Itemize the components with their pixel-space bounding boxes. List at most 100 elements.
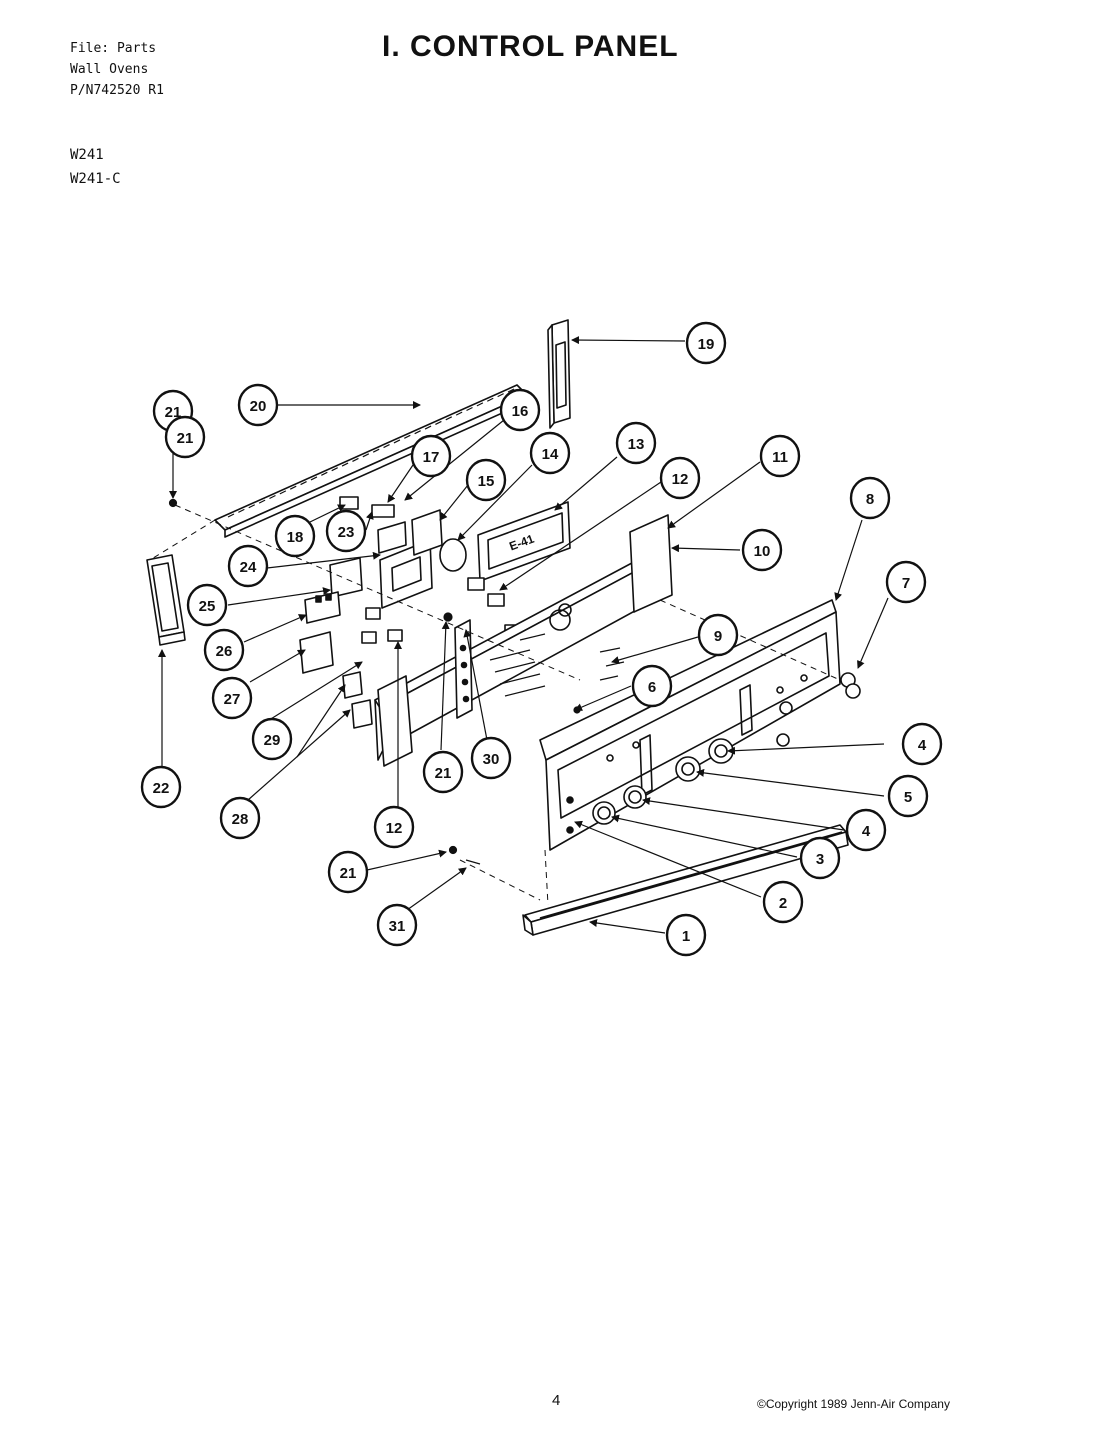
callout-22: 22: [140, 765, 182, 809]
callout-1: 1: [665, 913, 707, 957]
callout-30: 30: [470, 736, 512, 780]
callout-15: 15: [465, 458, 507, 502]
callout-26: 26: [203, 628, 245, 672]
header-line-file: File: Parts: [70, 41, 157, 56]
callout-number: 31: [389, 918, 406, 935]
callout-5: 5: [887, 774, 929, 818]
part-display-frame: E-41: [477, 501, 571, 582]
header-line-part-number: P/N742520 R1: [70, 83, 164, 98]
callout-number: 3: [816, 851, 824, 868]
part-end-knobs: [776, 672, 861, 747]
callout-number: 22: [153, 780, 170, 797]
part-terminal-blocks: [342, 671, 373, 729]
part-side-bracket: [547, 319, 571, 429]
callout-9: 9: [697, 613, 739, 657]
page-title: I. CONTROL PANEL: [382, 30, 679, 63]
callout-number: 4: [918, 737, 927, 754]
callout-number: 10: [754, 543, 771, 560]
callout-12: 12: [659, 456, 701, 500]
part-bottom-trim: [522, 824, 849, 936]
file-header: File: Parts Wall Ovens P/N742520 R1: [70, 38, 164, 101]
callout-number: 20: [250, 398, 267, 415]
callout-13: 13: [615, 421, 657, 465]
model-number: W241: [70, 147, 104, 163]
part-control-cluster: [339, 496, 443, 609]
callout-21: 21: [164, 415, 206, 459]
callout-number: 2: [779, 895, 787, 912]
callout-number: 5: [904, 789, 912, 806]
part-relays: [299, 557, 363, 674]
callout-number: 7: [902, 575, 910, 592]
callout-8: 8: [849, 476, 891, 520]
callout-number: 16: [512, 403, 529, 420]
callout-number: 8: [866, 491, 874, 508]
assembly-guide-lines: [149, 504, 841, 906]
callout-4: 4: [901, 722, 943, 766]
callout-23: 23: [325, 509, 367, 553]
callout-24: 24: [227, 544, 269, 588]
callout-7: 7: [885, 560, 927, 604]
callout-number: 21: [165, 404, 182, 421]
callout-12: 12: [373, 805, 415, 849]
callout-number: 1: [682, 928, 690, 945]
callout-27: 27: [211, 676, 253, 720]
callout-4: 4: [845, 808, 887, 852]
callout-number: 21: [435, 765, 452, 782]
part-end-cap: [146, 554, 186, 646]
callout-number: 13: [628, 436, 645, 453]
callout-number: 19: [698, 336, 715, 353]
callout-28: 28: [219, 796, 261, 840]
callout-labels: 1234456789101112121314151617181920212121…: [140, 321, 943, 957]
callout-6: 6: [631, 664, 673, 708]
callout-number: 14: [542, 446, 559, 463]
callout-11: 11: [759, 434, 801, 478]
callout-number: 29: [264, 732, 281, 749]
part-mounting-bracket: [454, 619, 473, 719]
callout-2: 2: [762, 880, 804, 924]
callout-10: 10: [741, 528, 783, 572]
model-number: W241-C: [70, 171, 121, 187]
part-screws: [168, 498, 625, 865]
callout-number: 24: [240, 559, 257, 576]
leader-lines: [158, 336, 889, 934]
callout-25: 25: [186, 583, 228, 627]
callout-number: 25: [199, 598, 216, 615]
callout-number: 11: [772, 449, 788, 466]
callout-16: 16: [499, 388, 541, 432]
callout-18: 18: [274, 514, 316, 558]
callout-number: 27: [224, 691, 241, 708]
model-list: W241 W241-C: [70, 143, 121, 191]
callout-31: 31: [376, 903, 418, 947]
callout-number: 12: [672, 471, 689, 488]
callout-20: 20: [237, 383, 279, 427]
copyright-notice: ©Copyright 1989 Jenn-Air Company: [757, 1397, 950, 1411]
callout-number: 26: [216, 643, 233, 660]
header-line-category: Wall Ovens: [70, 62, 149, 77]
callout-number: 12: [386, 820, 403, 837]
part-control-knobs: [592, 738, 734, 825]
callout-3: 3: [799, 836, 841, 880]
page-number: 4: [552, 1392, 561, 1409]
callout-number: 6: [648, 679, 656, 696]
callout-number: 30: [483, 751, 500, 768]
callout-number: 4: [862, 823, 871, 840]
callout-14: 14: [529, 431, 571, 475]
callout-number: 17: [423, 449, 440, 466]
callout-number: 28: [232, 811, 249, 828]
callout-number: 21: [340, 865, 357, 882]
part-control-panel-face: [539, 599, 841, 851]
callout-19: 19: [685, 321, 727, 365]
callout-number: 21: [177, 430, 194, 447]
part-lens: [439, 538, 467, 572]
callout-number: 9: [714, 628, 722, 645]
callout-21: 21: [327, 850, 369, 894]
callout-number: 18: [287, 529, 304, 546]
callout-17: 17: [410, 434, 452, 478]
callout-29: 29: [251, 717, 293, 761]
part-control-housing: [374, 514, 673, 767]
callout-21: 21: [422, 750, 464, 794]
callout-number: 15: [478, 473, 495, 490]
callout-number: 23: [338, 524, 355, 541]
